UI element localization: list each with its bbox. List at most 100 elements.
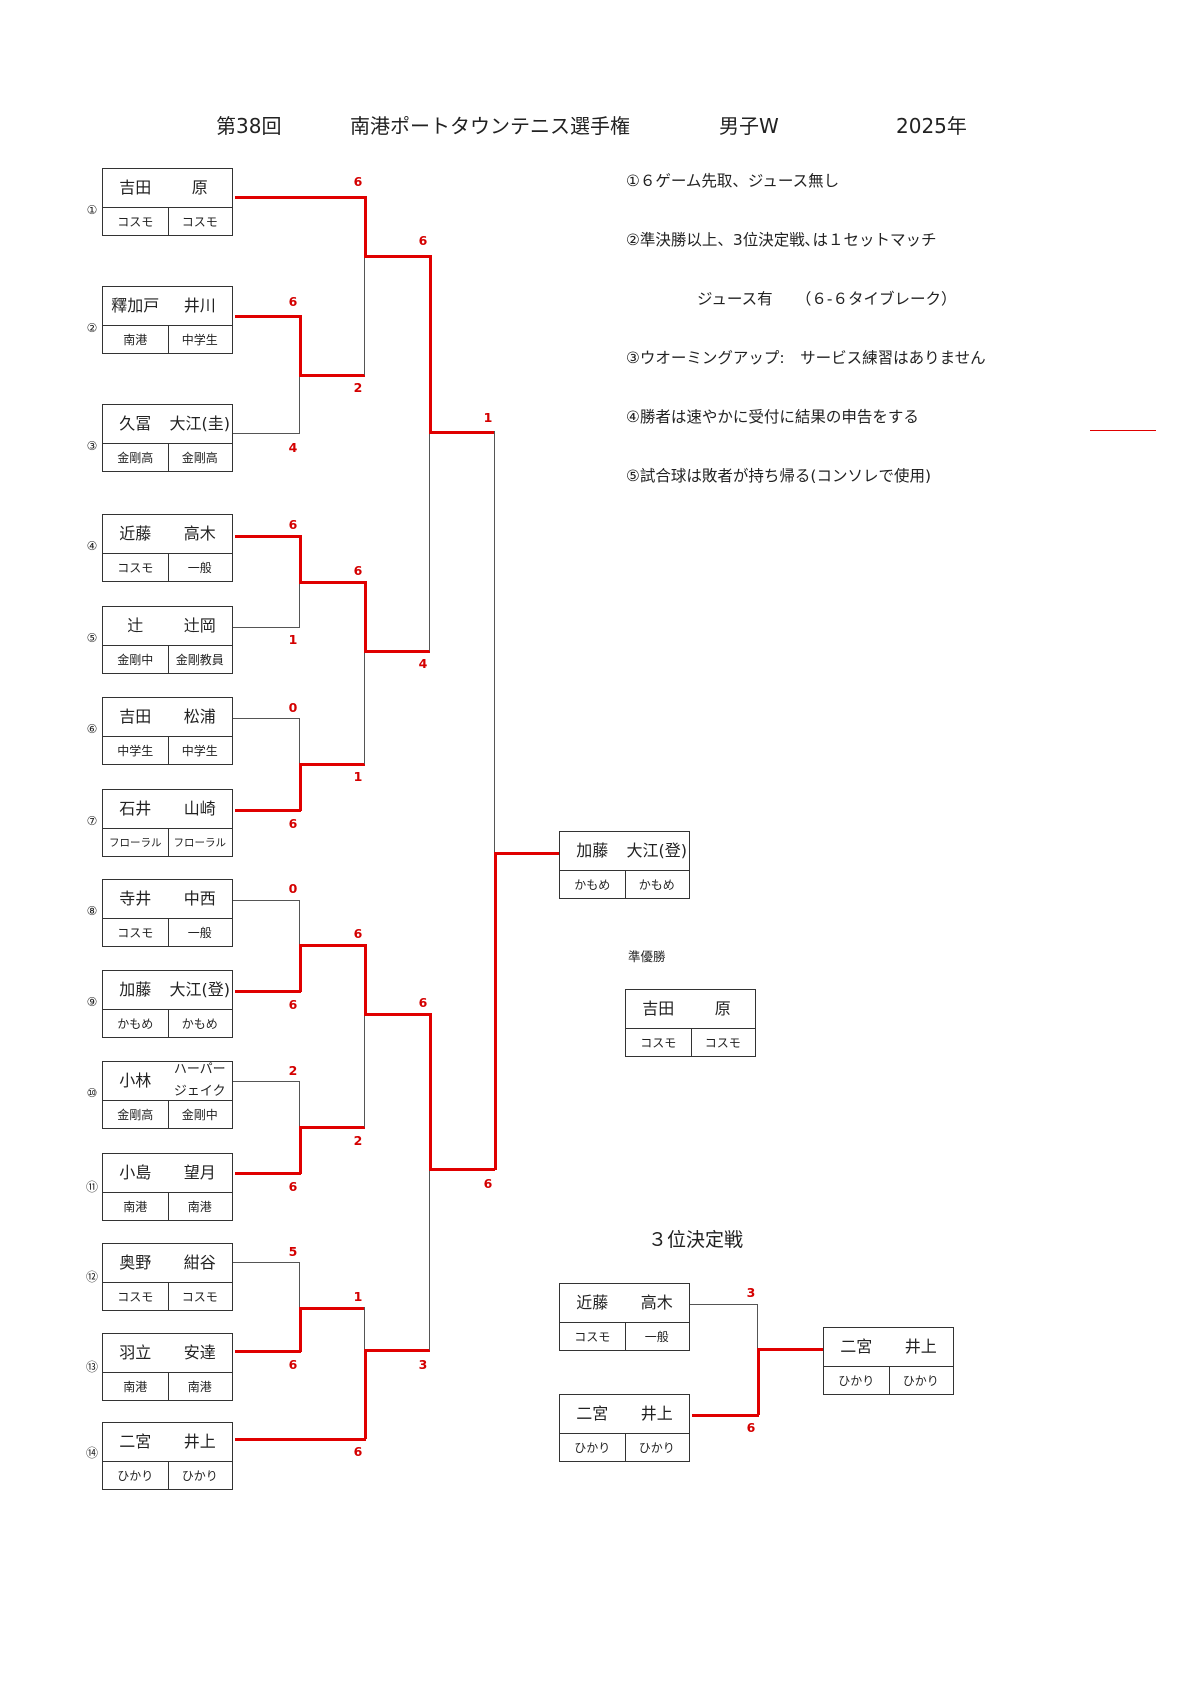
bracket-line — [494, 853, 497, 1170]
bracket-line — [299, 1262, 300, 1308]
player-name: 小林 — [119, 1071, 152, 1091]
club-name: 金剛中 — [103, 645, 169, 673]
player-name: 吉田 — [642, 999, 675, 1019]
player-name: 松浦 — [183, 707, 216, 727]
club-name: かもめ — [638, 877, 675, 892]
club-name: コスモ — [626, 1028, 692, 1056]
bracket-line — [235, 809, 301, 812]
player-name: 吉田 — [119, 707, 152, 727]
score: 6 — [418, 233, 428, 248]
bracket-line — [235, 315, 299, 318]
team-box-14: 二宮 井上 ひかり ひかり — [102, 1422, 233, 1490]
team-box-13: 羽立 安達 南港 南港 — [102, 1333, 233, 1401]
score: 2 — [353, 380, 363, 395]
seed-11: ⑪ — [85, 1180, 98, 1194]
bracket-line — [299, 763, 365, 766]
club-name: ひかり — [824, 1366, 890, 1394]
bracket-line — [364, 651, 365, 764]
bracket-line — [299, 764, 302, 811]
third-place-team-a: 近藤 高木 コスモ 一般 — [559, 1283, 690, 1351]
club-name: 中学生 — [103, 736, 169, 764]
bracket-line — [364, 1350, 367, 1439]
bracket-line — [299, 944, 365, 947]
rule-2: ②準決勝以上、3位決定戦､は１セットマッチ — [626, 231, 937, 249]
club-name: 一般 — [187, 560, 212, 575]
club-name: ひかり — [638, 1440, 675, 1455]
bracket-line — [364, 944, 367, 1015]
score: 1 — [483, 410, 493, 425]
club-name: 中学生 — [181, 332, 218, 347]
player-name: 加藤 — [576, 841, 609, 861]
team-box-5: 辻 辻岡 金剛中 金剛教員 — [102, 606, 233, 674]
bracket-line — [299, 1126, 365, 1129]
player-name: 小島 — [119, 1163, 152, 1183]
player-name: 原 — [714, 999, 731, 1019]
club-name: コスモ — [103, 207, 169, 235]
score: 6 — [288, 1357, 298, 1372]
bracket-line — [429, 1168, 495, 1171]
player-name: 辻 — [127, 616, 144, 636]
tournament-title: 南港ポートタウンテニス選手権 — [350, 114, 630, 138]
bracket-line — [299, 582, 300, 627]
score: 6 — [288, 517, 298, 532]
rule-2-note: ジュース有 （６-６タイブレーク） — [697, 290, 957, 308]
third-place-team-b: 二宮 井上 ひかり ひかり — [559, 1394, 690, 1462]
seed-5: ⑤ — [86, 631, 98, 645]
score: 3 — [746, 1285, 756, 1300]
player-name: 二宮 — [119, 1432, 152, 1452]
bracket-line — [235, 1350, 301, 1353]
score: 4 — [418, 656, 428, 671]
club-name: 南港 — [187, 1199, 212, 1214]
club-name: コスモ — [103, 553, 169, 581]
seed-7: ⑦ — [86, 814, 98, 828]
player-name: 吉田 — [119, 178, 152, 198]
player-name: 紺谷 — [183, 1253, 216, 1273]
club-name: コスモ — [560, 1322, 626, 1350]
team-box-11: 小島 望月 南港 南港 — [102, 1153, 233, 1221]
bracket-line — [233, 1262, 300, 1263]
club-name: 金剛高 — [103, 443, 169, 471]
club-name: 一般 — [644, 1329, 669, 1344]
rule-3: ③ウオーミングアップ: サービス練習はありません — [626, 349, 986, 367]
year: 2025年 — [896, 114, 967, 138]
team-box-1: 吉田 原 コスモ コスモ — [102, 168, 233, 236]
team-box-6: 吉田 松浦 中学生 中学生 — [102, 697, 233, 765]
club-name: 南港 — [187, 1379, 212, 1394]
club-name: ひかり — [902, 1373, 939, 1388]
seed-10: ⑩ — [86, 1086, 98, 1100]
club-name: かもめ — [103, 1009, 169, 1037]
seed-2: ② — [86, 321, 98, 335]
bracket-line — [235, 196, 365, 199]
player-name: 井上 — [640, 1404, 673, 1424]
bracket-line — [299, 535, 302, 582]
club-name: 金剛高 — [181, 450, 218, 465]
player-name: 望月 — [183, 1163, 216, 1183]
club-name: ひかり — [560, 1433, 626, 1461]
seed-3: ③ — [86, 439, 98, 453]
player-name: 二宮 — [840, 1337, 873, 1357]
player-name: 近藤 — [576, 1293, 609, 1313]
bracket-line — [364, 1349, 430, 1352]
club-name: ひかり — [181, 1468, 218, 1483]
club-name: かもめ — [560, 870, 626, 898]
bracket-line — [299, 375, 300, 433]
score: 0 — [288, 700, 298, 715]
score: 6 — [353, 174, 363, 189]
bracket-line — [364, 1015, 365, 1127]
bracket-line — [299, 945, 302, 992]
champion-box: 加藤 大江(登) かもめ かもめ — [559, 831, 690, 899]
bracket-line — [429, 1170, 430, 1350]
bracket-line — [233, 627, 300, 628]
player-name: 大江(登) — [626, 841, 688, 861]
score: 6 — [353, 926, 363, 941]
score: 1 — [353, 1289, 363, 1304]
bracket-line — [235, 1172, 301, 1175]
player-name: 近藤 — [119, 524, 152, 544]
player-name: 寺井 — [119, 889, 152, 909]
player-name: 石井 — [119, 799, 152, 819]
score: 3 — [418, 1357, 428, 1372]
runner-up-box: 吉田 原 コスモ コスモ — [625, 989, 756, 1057]
player-name: 奥野 — [119, 1253, 152, 1273]
club-name: 金剛高 — [103, 1100, 169, 1128]
rule-5: ⑤試合球は敗者が持ち帰る(コンソレで使用) — [626, 467, 931, 485]
